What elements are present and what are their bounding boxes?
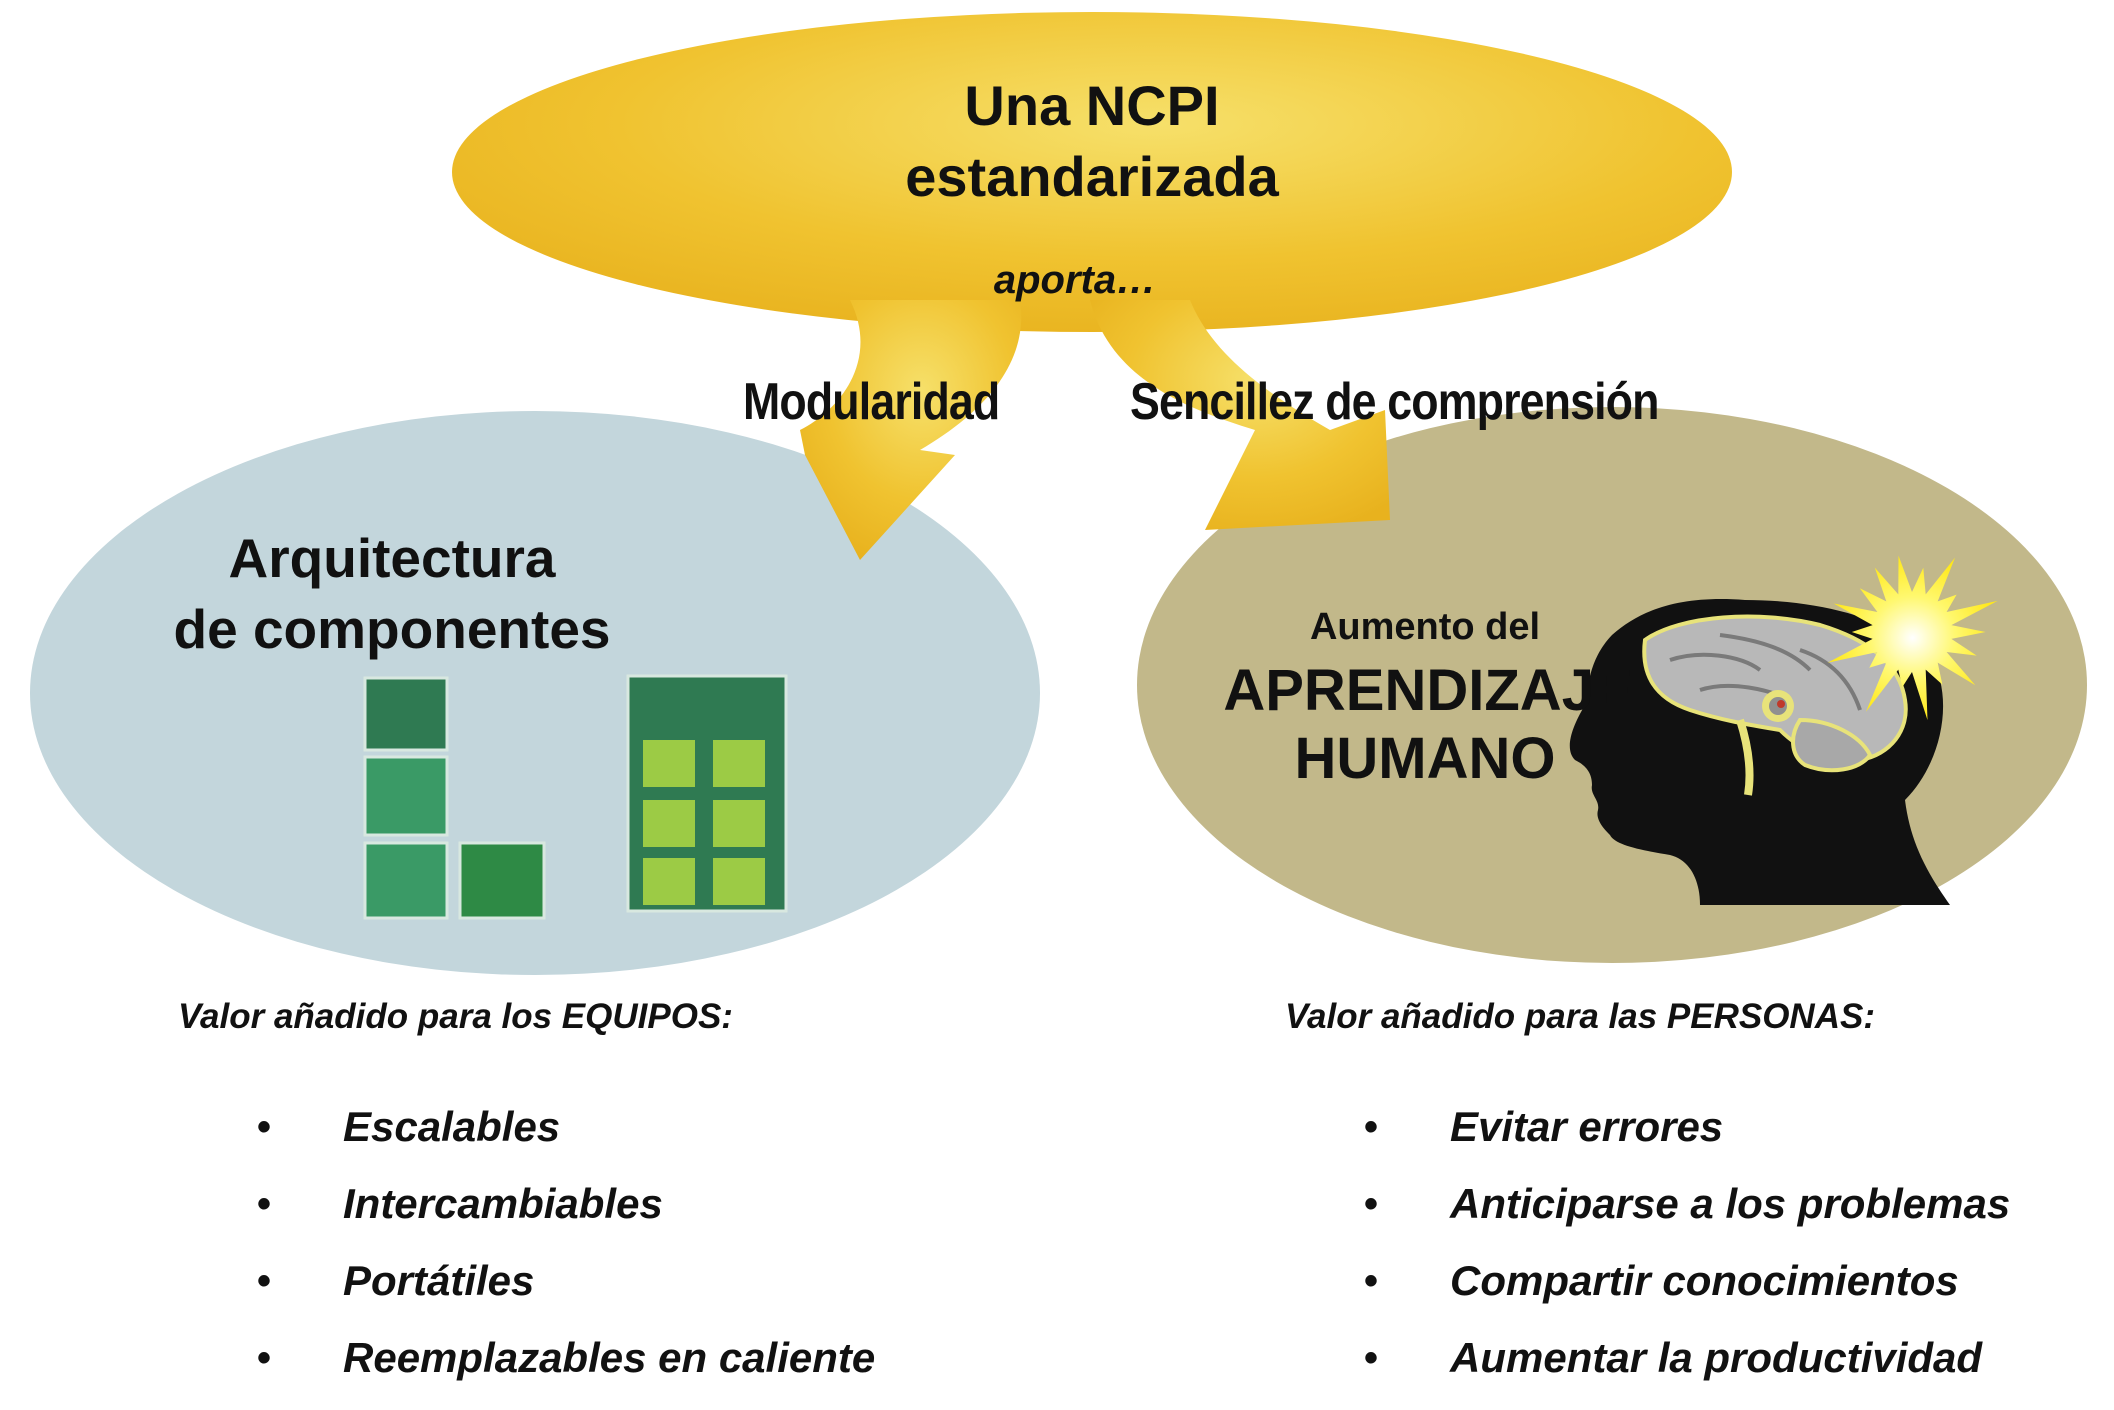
top-bubble xyxy=(452,12,1732,560)
list-item: •Compartir conocimientos xyxy=(1364,1257,1959,1304)
right-value-list: •Evitar errores •Anticiparse a los probl… xyxy=(1364,1102,2010,1410)
bullet-icon: • xyxy=(257,1259,272,1303)
list-item: •Reemplazables en caliente xyxy=(257,1334,876,1381)
top-subtitle: aporta… xyxy=(993,258,1157,302)
list-item: •Escalables xyxy=(257,1103,561,1150)
left-heading-line2: de componentes xyxy=(173,598,611,660)
right-heading-line3: HUMANO xyxy=(1294,726,1556,791)
bullet-icon: • xyxy=(257,1105,272,1149)
head-brain-icon xyxy=(1569,599,1950,905)
right-heading-small: Aumento del xyxy=(1309,606,1541,648)
arrow-label-right: Sencillez de comprensión xyxy=(1130,373,1659,431)
top-title-line1: Una NCPI xyxy=(964,74,1220,137)
right-heading-line2: APRENDIZAJE xyxy=(1223,658,1633,723)
left-list-title: Valor añadido para los EQUIPOS: xyxy=(178,997,733,1036)
modular-blocks-icon xyxy=(363,676,546,920)
light-burst-icon xyxy=(1827,555,1998,721)
bullet-icon: • xyxy=(1364,1336,1379,1380)
bullet-icon: • xyxy=(1364,1105,1379,1149)
bullet-icon: • xyxy=(1364,1259,1379,1303)
bullet-icon: • xyxy=(257,1182,272,1226)
list-item: •Intercambiables xyxy=(257,1180,663,1227)
module-grid-icon xyxy=(626,674,788,913)
right-list-title: Valor añadido para las PERSONAS: xyxy=(1285,997,1875,1036)
list-item: •Anticiparse a los problemas xyxy=(1364,1180,2011,1227)
list-item: •Aumentar la productividad xyxy=(1364,1334,1983,1381)
bullet-icon: • xyxy=(257,1336,272,1380)
bullet-icon: • xyxy=(1364,1182,1379,1226)
left-value-list: •Escalables •Intercambiables •Portátiles… xyxy=(257,1102,875,1410)
top-title-line2: estandarizada xyxy=(905,145,1279,208)
list-item: •Evitar errores xyxy=(1364,1103,1724,1150)
arrow-label-left: Modularidad xyxy=(743,373,1000,431)
left-heading-line1: Arquitectura xyxy=(228,527,556,589)
list-item: •Portátiles xyxy=(257,1257,535,1304)
